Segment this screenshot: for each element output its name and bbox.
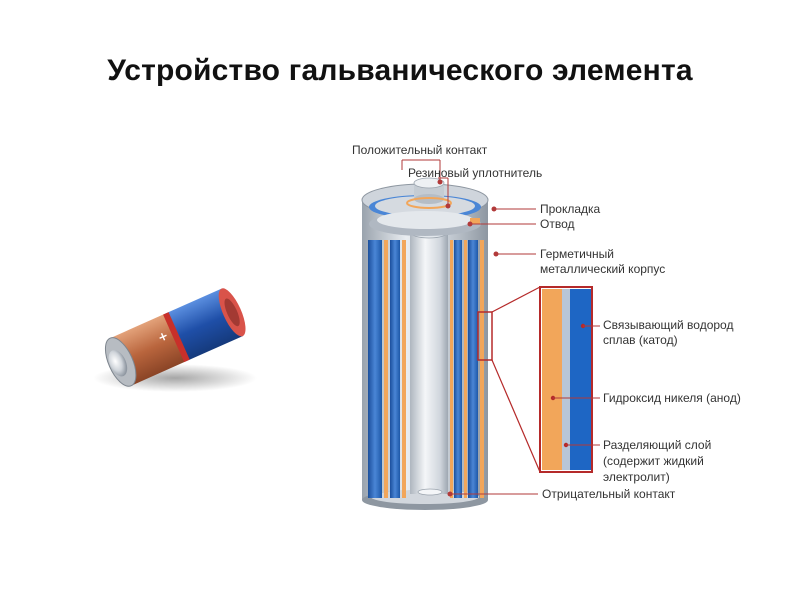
- aa-battery-icon: +: [93, 288, 257, 392]
- battery-cutaway: [361, 177, 493, 510]
- label-lead: Отвод: [540, 217, 575, 231]
- label-cathode-line2: сплав (катод): [603, 333, 678, 347]
- page-title: Устройство гальванического элемента: [107, 54, 693, 87]
- label-separator-line2: (содержит жидкий: [603, 454, 704, 468]
- leader-dots: [437, 179, 499, 497]
- label-separator-line1: Разделяющий слой: [603, 438, 712, 452]
- label-negative-contact: Отрицательный контакт: [542, 487, 676, 501]
- label-housing-line1: Герметичный: [540, 247, 614, 261]
- label-gasket: Прокладка: [540, 202, 601, 216]
- label-housing-line2: металлический корпус: [540, 262, 666, 276]
- label-positive-contact: Положительный контакт: [352, 143, 488, 157]
- label-cathode-line1: Связывающий водород: [603, 318, 734, 332]
- layer-callout: [491, 286, 593, 473]
- leader-lines: [401, 159, 600, 495]
- label-separator-line3: электролит): [603, 470, 670, 484]
- label-rubber-seal: Резиновый уплотнитель: [408, 166, 543, 180]
- label-anode: Гидроксид никеля (анод): [603, 391, 741, 405]
